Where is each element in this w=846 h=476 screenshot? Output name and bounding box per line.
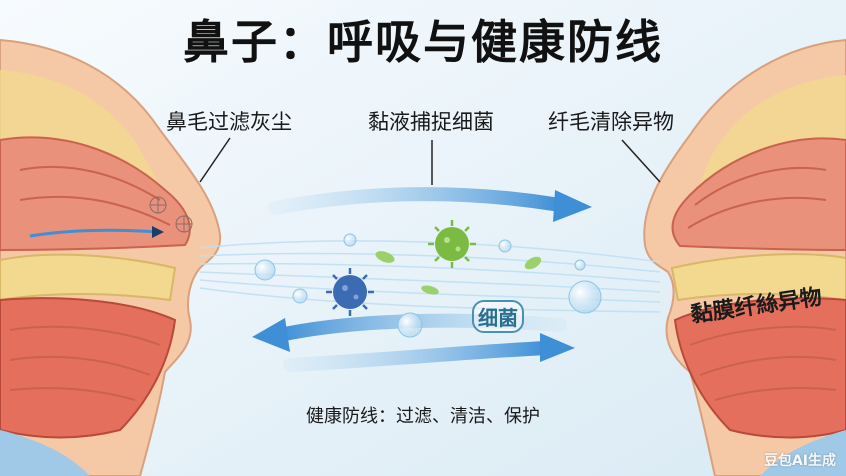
arrow-exhale-head: [252, 318, 290, 352]
page-title: 鼻子：呼吸与健康防线: [183, 15, 663, 69]
arrow-bottom: [283, 341, 552, 372]
label-bacteria: 细菌: [472, 300, 524, 333]
watermark: 豆包AI生成: [763, 453, 836, 469]
pointer-right: [621, 139, 661, 183]
pointer-left: [199, 137, 231, 183]
bubbles: [254, 233, 602, 338]
arrow-inhale-head: [553, 190, 592, 222]
label-mucus: 黏液捕捉细菌: [368, 110, 494, 134]
footer-caption: 健康防线：过滤、清洁、保护: [306, 406, 540, 427]
virus-green-icon: [428, 220, 476, 268]
arrow-bottom-head: [540, 333, 575, 362]
arrow-inhale-top: [268, 187, 567, 215]
bacteria-icon-1: [375, 251, 542, 295]
label-cilia: 纤毛清除异物: [548, 110, 674, 134]
right-head-cross-section: [643, 38, 846, 476]
virus-blue-icon: [326, 268, 374, 316]
dust-particles-icon: [149, 196, 193, 233]
label-nose-hair: 鼻毛过滤灰尘: [166, 110, 292, 134]
